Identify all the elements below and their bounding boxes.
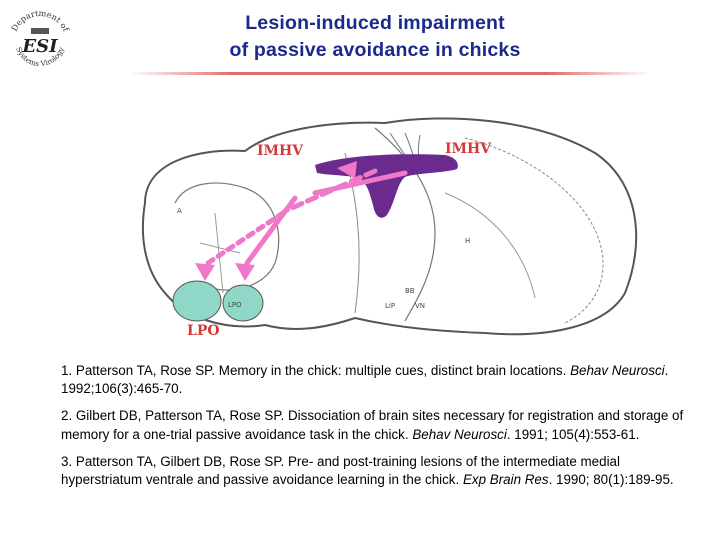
label-imhv-right: IMHV xyxy=(445,141,492,157)
pathway-arrow-solid xyxy=(244,195,298,266)
arrowhead-imhv xyxy=(337,161,357,179)
arrowhead-left xyxy=(195,263,215,281)
reference-text: 2. Gilbert DB, Patterson TA, Rose SP. Di… xyxy=(61,408,684,442)
reference-text: 3. Patterson TA, Gilbert DB, Rose SP. Pr… xyxy=(61,453,620,488)
brain-contour xyxy=(374,127,436,322)
reference-journal: Behav Neurosci xyxy=(412,426,507,442)
pathway-arrow-dashed xyxy=(202,210,286,268)
reference-item: 2. Gilbert DB, Patterson TA, Rose SP. Di… xyxy=(61,407,701,443)
reference-item: 3. Patterson TA, Gilbert DB, Rose SP. Pr… xyxy=(61,453,701,489)
small-label-h: H xyxy=(465,237,470,245)
reference-text: 1. Patterson TA, Rose SP. Memory in the … xyxy=(61,363,567,378)
slide-title-line1: Lesion-induced impairment xyxy=(245,12,505,34)
lpo-region-left xyxy=(172,280,222,322)
department-logo: Department of Systems Virology ESI xyxy=(9,8,72,68)
label-lpo: LPO xyxy=(187,323,220,339)
slide-title-line2: of passive avoidance in chicks xyxy=(229,39,521,61)
title-underline xyxy=(130,72,650,75)
brain-diagram: IMHV IMHV LPO LPO A BB H LiP VN xyxy=(105,93,655,343)
reference-citation: . 1990; 80(1):189-95. xyxy=(548,472,674,488)
references-list: 1. Patterson TA, Rose SP. Memory in the … xyxy=(61,362,701,498)
small-label-lpo: LPO xyxy=(228,301,242,309)
logo-emblem-bar xyxy=(31,28,49,34)
reference-citation: . 1992;106(3):465-70. xyxy=(61,363,669,397)
label-imhv-left: IMHV xyxy=(257,143,304,159)
reference-citation: . 1991; 105(4):553-61. xyxy=(506,426,640,442)
small-label-a: A xyxy=(177,207,182,215)
reference-journal: Behav Neurosci xyxy=(570,363,665,378)
lpo-region-right xyxy=(222,284,264,322)
logo-center-text: ESI xyxy=(21,36,58,57)
brain-contour xyxy=(464,137,604,324)
reference-journal: Exp Brain Res xyxy=(462,472,549,488)
small-label-vn: VN xyxy=(415,302,425,310)
small-label-bb: BB xyxy=(405,287,415,295)
brain-outline xyxy=(141,117,638,336)
small-label-lip: LiP xyxy=(385,302,395,310)
brain-contour xyxy=(444,192,536,299)
slide-title: Lesion-induced impairment of passive avo… xyxy=(120,10,630,64)
pathway-arrows xyxy=(202,168,408,268)
reference-item: 1. Patterson TA, Rose SP. Memory in the … xyxy=(61,362,701,398)
pathway-arrow-return xyxy=(312,170,408,196)
arrowhead-right xyxy=(235,263,255,281)
